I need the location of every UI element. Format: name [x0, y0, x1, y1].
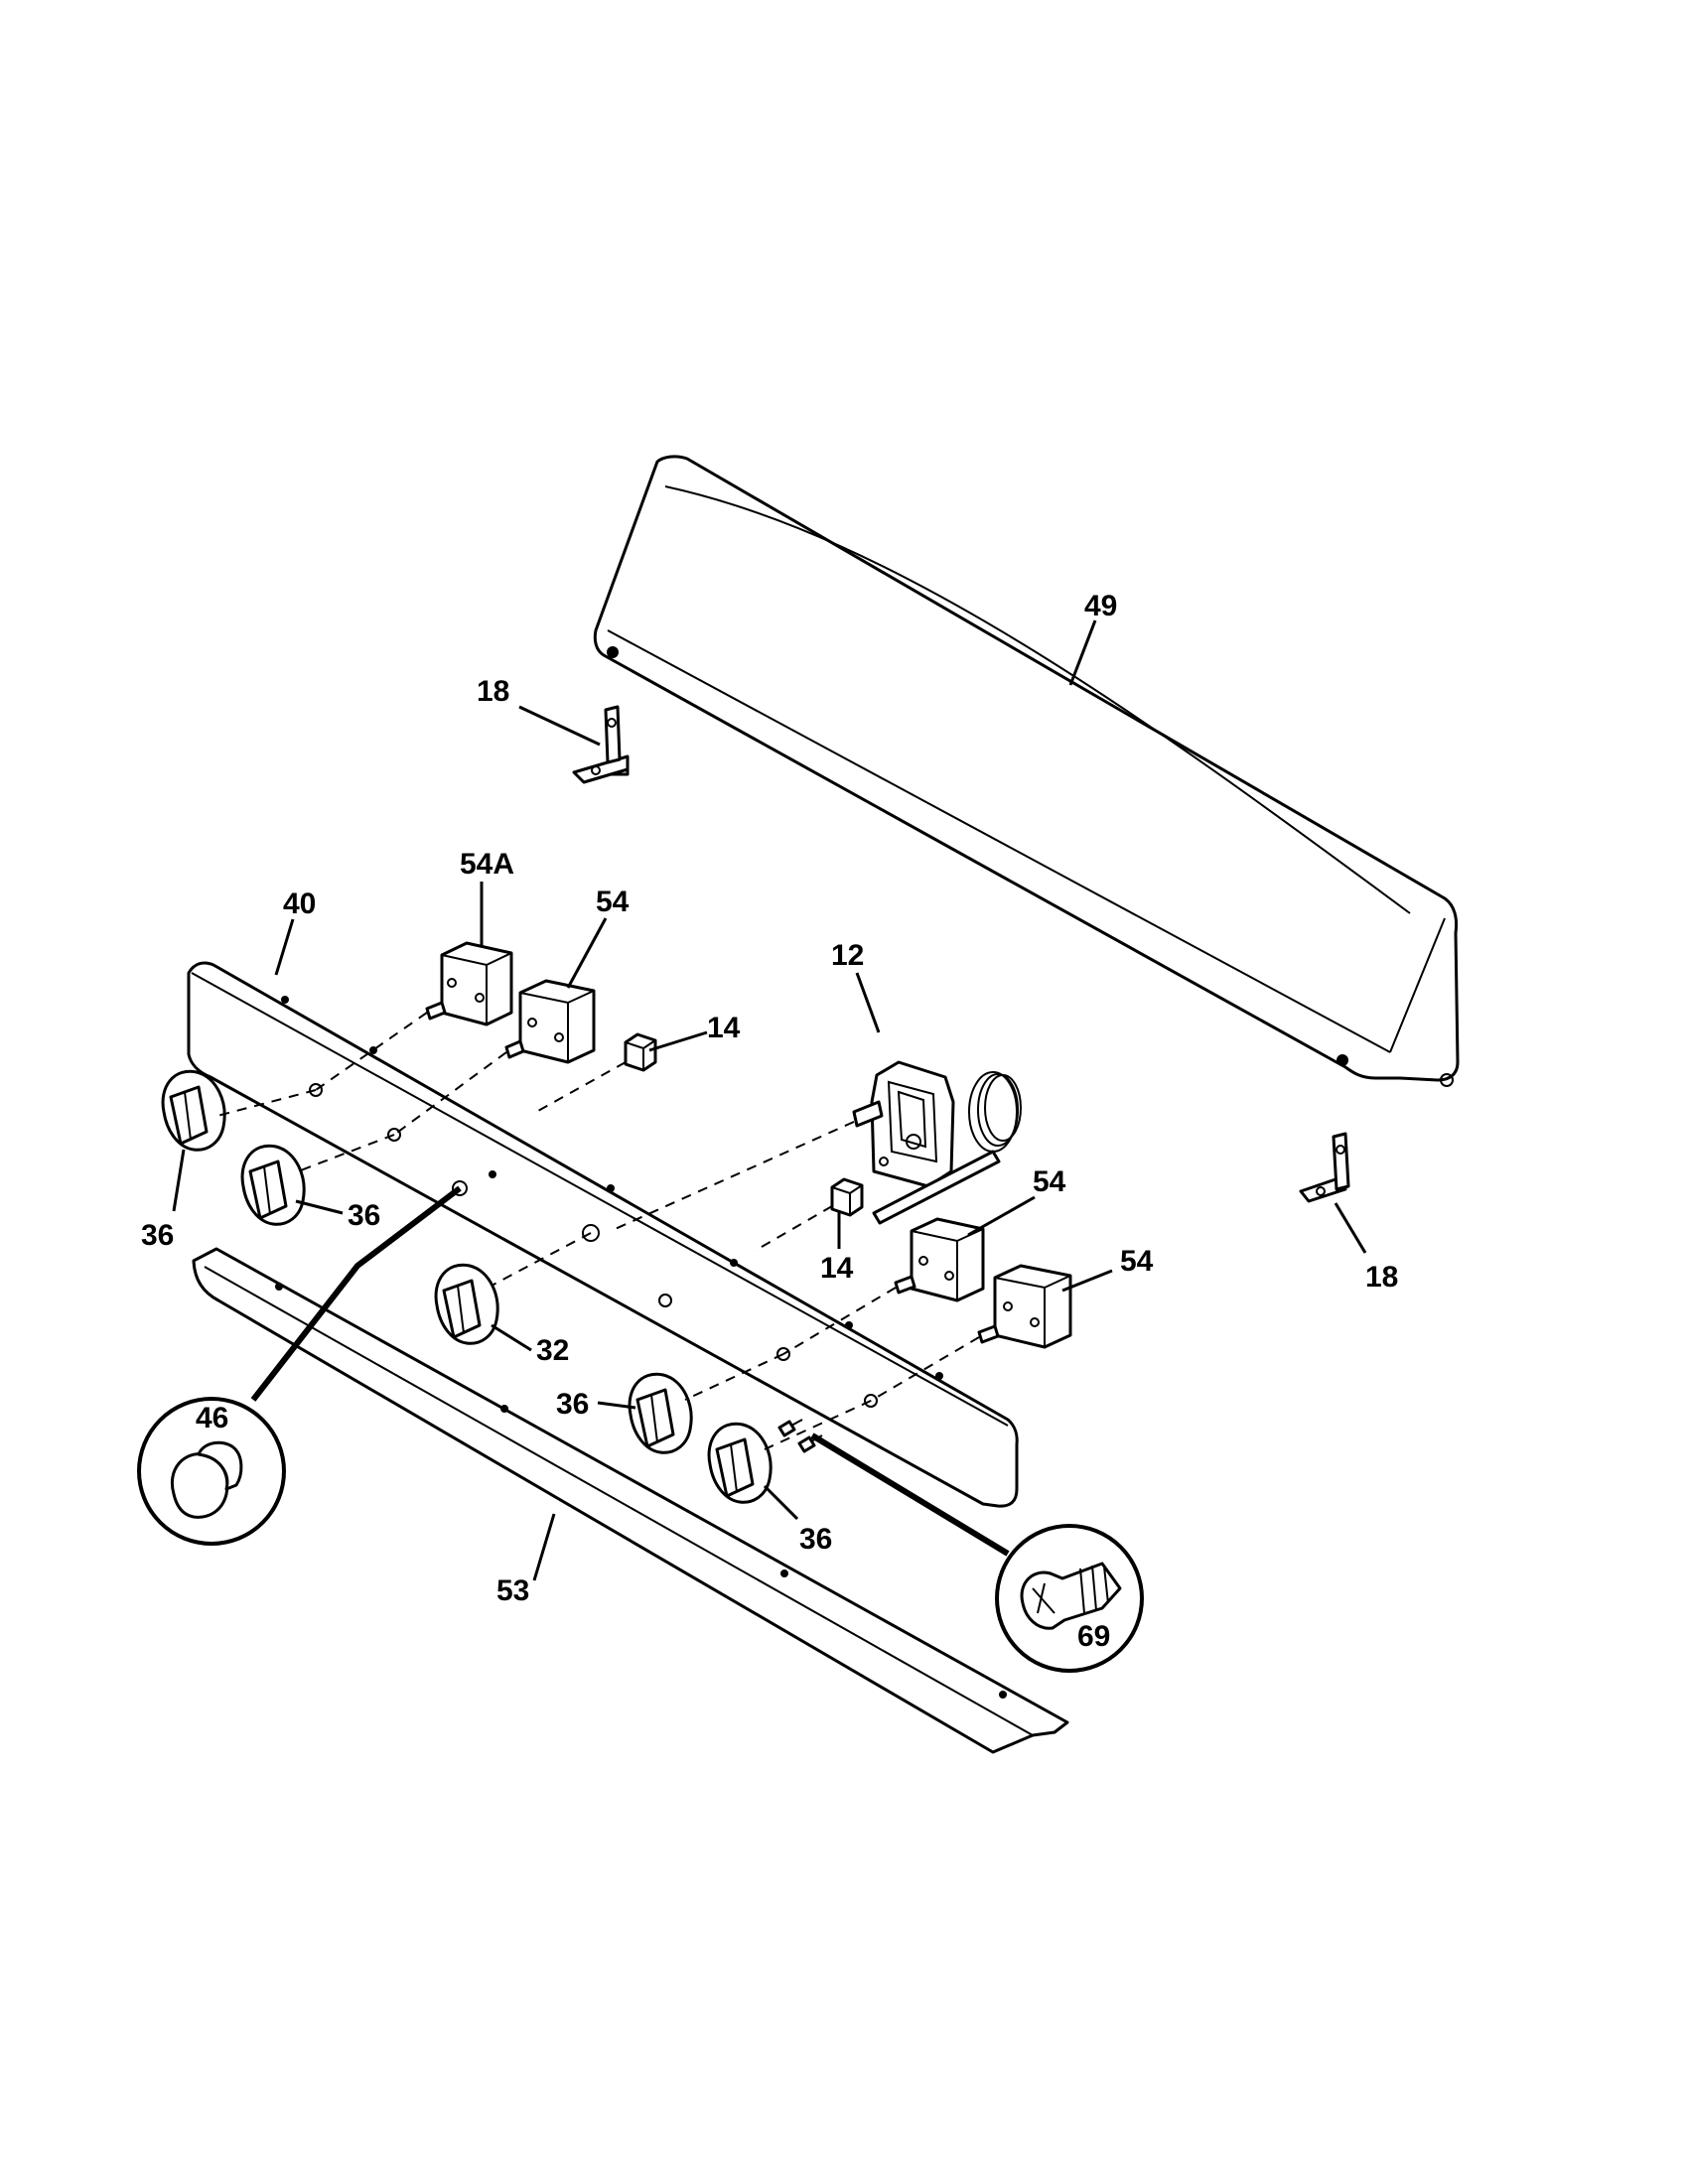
- trim-strip: [192, 1247, 1069, 1754]
- callout-46: 46: [196, 1402, 228, 1434]
- knob-36-left: [240, 1144, 306, 1226]
- switch-54-low: [977, 1264, 1072, 1349]
- screw-small-upper: [777, 1419, 803, 1437]
- callout-32: 32: [536, 1334, 569, 1367]
- callout-69: 69: [1077, 1620, 1110, 1653]
- callout-12: 12: [831, 939, 864, 972]
- callout-14-upper: 14: [707, 1012, 741, 1044]
- callout-36-center-right: 36: [556, 1388, 589, 1421]
- callout-36-right: 36: [799, 1523, 832, 1556]
- detail-circle-69: [810, 1433, 1144, 1673]
- callout-54-mid: 54: [1033, 1165, 1066, 1198]
- callout-36-left: 36: [348, 1199, 380, 1232]
- knob-36-center-right: [628, 1372, 693, 1454]
- callout-53: 53: [496, 1574, 529, 1607]
- switch-54-mid: [894, 1217, 985, 1302]
- callout-40: 40: [283, 887, 316, 920]
- callout-54A: 54A: [460, 848, 514, 881]
- callout-54-top: 54: [596, 886, 630, 918]
- switch-54-top: [504, 979, 596, 1064]
- detail-circle-46: [137, 1185, 462, 1546]
- callout-18-left: 18: [477, 675, 509, 708]
- knob-36-far-left: [161, 1069, 226, 1152]
- indicator-light-upper: [624, 1032, 657, 1072]
- control-panel: [187, 961, 1019, 1508]
- leader-lines: [172, 619, 1367, 1581]
- callout-49: 49: [1084, 590, 1117, 622]
- thermostat: [852, 1060, 1022, 1225]
- callout-18-right: 18: [1365, 1261, 1398, 1294]
- indicator-light-lower: [830, 1177, 864, 1217]
- callout-14-lower: 14: [820, 1252, 854, 1285]
- backguard-panel: [593, 455, 1460, 1087]
- callout-36-far-left: 36: [141, 1219, 174, 1252]
- bracket-left: [572, 705, 630, 784]
- switch-54A: [425, 941, 513, 1026]
- callout-labels: 49 18 54A 54 40 12 14 54 54 14 18 36 36 …: [141, 590, 1398, 1653]
- knob-36-right: [707, 1422, 773, 1504]
- callout-54-low: 54: [1120, 1245, 1154, 1278]
- bracket-right: [1299, 1132, 1350, 1203]
- knob-32-center: [434, 1263, 499, 1345]
- assembly-lines: [212, 1012, 980, 1450]
